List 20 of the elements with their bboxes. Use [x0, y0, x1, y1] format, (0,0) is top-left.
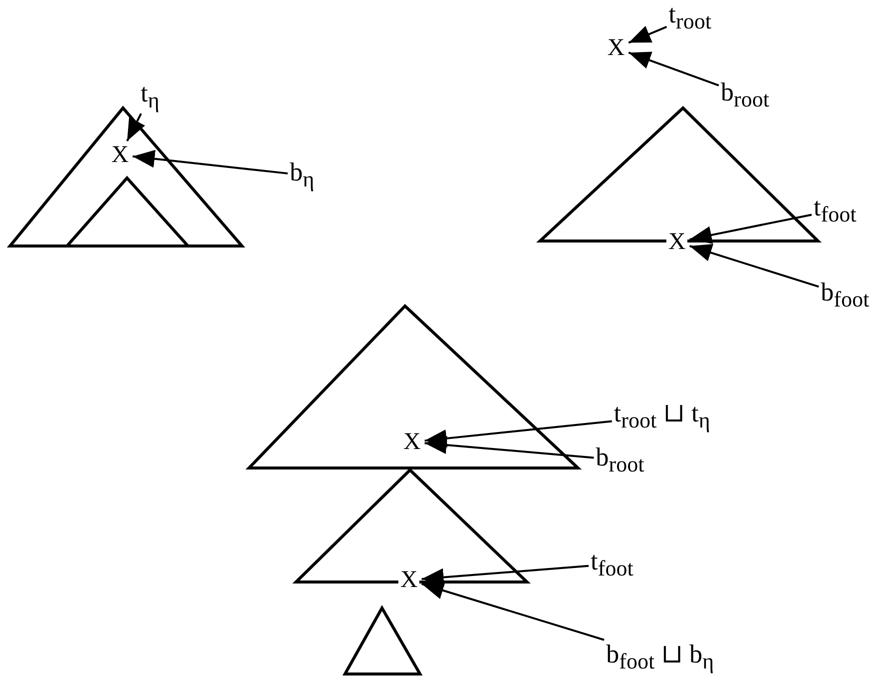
feature-label: b$_{root}$ [720, 79, 770, 111]
arrow [689, 244, 820, 288]
feature-label: b$_{foot}$ [820, 279, 870, 311]
feature-label: b$_{root}$ [596, 444, 644, 476]
feature-label: t$_{root}$ ⊔ t$_{η}$ [614, 400, 710, 432]
arrow [421, 582, 604, 641]
feature-label: t$_{foot}$ [590, 548, 634, 580]
arrow [424, 420, 612, 448]
feature-label: t$_{root}$ [668, 1, 712, 33]
arrow [628, 52, 720, 86]
feature-label: t$_{η}$ [140, 80, 160, 112]
arrow [126, 113, 146, 142]
arrow [628, 26, 668, 44]
arrow [689, 214, 812, 244]
feature-label: b$_{foot}$ ⊔ b$_{η}$ [606, 641, 714, 673]
arrow [132, 150, 288, 174]
arrow [422, 564, 589, 586]
feature-label: b$_{η}$ [290, 159, 314, 191]
feature-label: t$_{foot}$ [814, 194, 856, 226]
arrow [424, 436, 594, 459]
